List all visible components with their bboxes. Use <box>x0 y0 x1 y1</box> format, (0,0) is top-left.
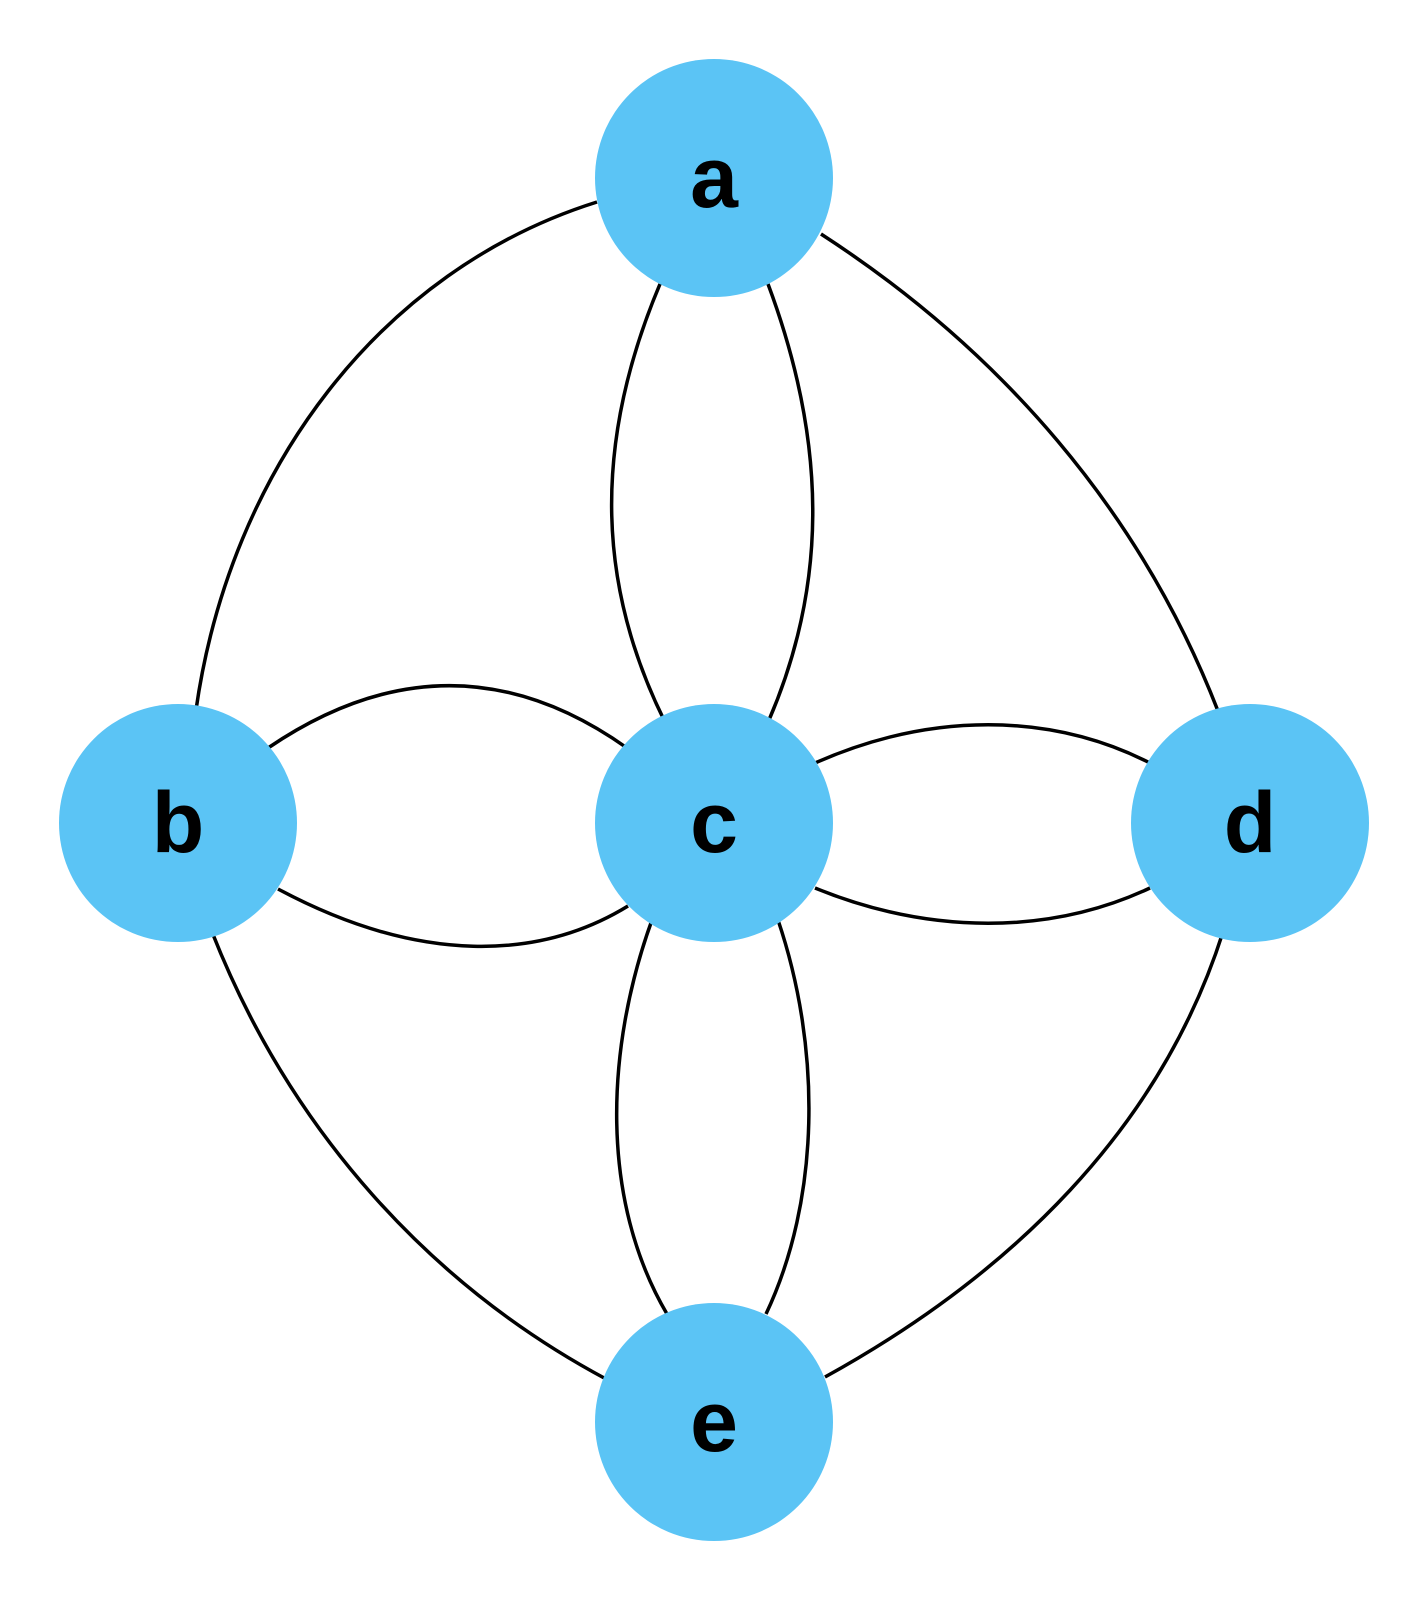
edge-a-b <box>194 200 598 711</box>
edge-d-e <box>824 931 1225 1379</box>
node-circle-b <box>59 704 297 942</box>
node-circle-a <box>595 59 833 297</box>
node-e: e <box>595 1303 833 1541</box>
node-label-e: e <box>690 1374 738 1470</box>
node-d: d <box>1131 704 1369 942</box>
edge-a-c-right <box>766 283 815 721</box>
edge-b-e <box>210 931 607 1381</box>
edge-a-c-left <box>609 283 666 721</box>
edge-c-e-right <box>764 919 811 1315</box>
node-label-c: c <box>690 775 738 871</box>
node-circle-e <box>595 1303 833 1541</box>
edge-b-c-upper <box>267 684 629 750</box>
edge-a-d <box>820 232 1220 712</box>
edges-group <box>194 200 1225 1381</box>
edge-c-d-upper <box>814 723 1151 765</box>
node-c: c <box>595 704 833 942</box>
nodes-group: a b c d e <box>59 59 1369 1541</box>
node-circle-d <box>1131 704 1369 942</box>
node-label-b: b <box>152 775 205 871</box>
edge-c-d-lower <box>814 886 1151 925</box>
node-b: b <box>59 704 297 942</box>
edge-c-e-left <box>614 919 669 1315</box>
node-label-d: d <box>1224 775 1277 871</box>
node-a: a <box>595 59 833 297</box>
node-circle-c <box>595 704 833 942</box>
edge-b-c-lower <box>277 887 629 948</box>
node-label-a: a <box>690 130 739 226</box>
